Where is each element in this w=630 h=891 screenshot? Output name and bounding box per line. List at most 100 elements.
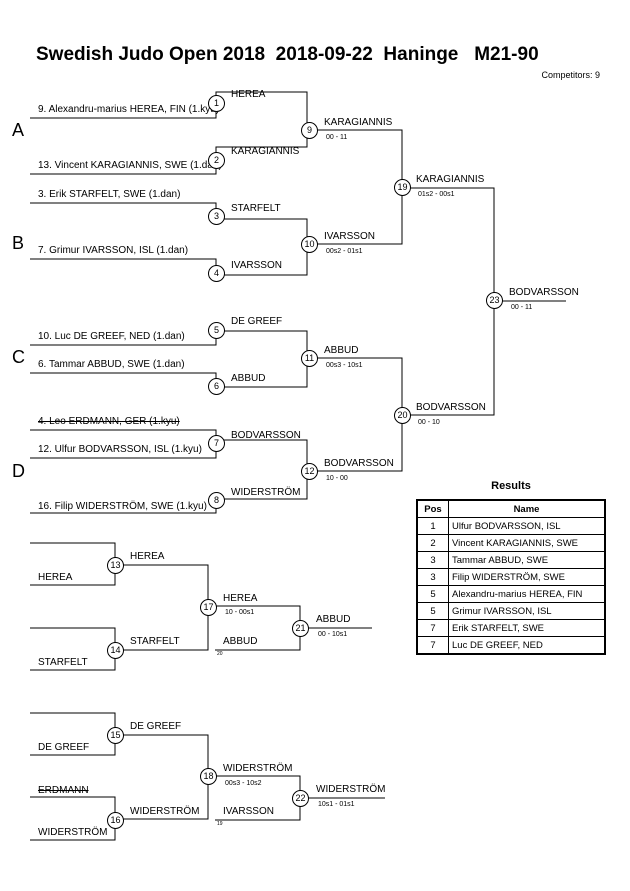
match-node: 14 — [107, 642, 124, 659]
results-header-row: Pos Name — [416, 499, 606, 518]
result-pos: 7 — [416, 619, 449, 637]
pool-b-label: B — [12, 233, 25, 253]
match-17-winner: HEREA — [223, 593, 258, 604]
match-11-winner: ABBUD — [324, 345, 359, 356]
match-14-winner: STARFELT — [130, 636, 180, 647]
match-node: 7 — [208, 435, 225, 452]
rep1-entry-1: HEREA — [38, 572, 73, 583]
result-pos: 2 — [416, 534, 449, 552]
rep2-entry-3: WIDERSTRÖM — [38, 827, 108, 838]
match-node: 18 — [200, 768, 217, 785]
result-name: Vincent KARAGIANNIS, SWE — [448, 534, 606, 552]
match-node: 19 — [394, 179, 411, 196]
entry-de-greef: 10. Luc DE GREEF, NED (1.dan) — [38, 331, 185, 342]
result-name: Filip WIDERSTRÖM, SWE — [448, 568, 606, 586]
results-header-name: Name — [448, 499, 606, 518]
result-pos: 3 — [416, 551, 449, 569]
match-node: 12 — [301, 463, 318, 480]
match-12-winner: BODVARSSON — [324, 458, 394, 469]
match-20-score: 00 - 10 — [418, 419, 440, 426]
match-1-winner: HEREA — [231, 89, 266, 100]
rep2-entry-4: IVARSSON — [223, 806, 274, 817]
match-node: 4 — [208, 265, 225, 282]
result-name: Ulfur BODVARSSON, ISL — [448, 517, 606, 535]
match-2-winner: KARAGIANNIS — [231, 146, 300, 157]
entry-widerstrom: 16. Filip WIDERSTRÖM, SWE (1.kyu) — [38, 501, 207, 512]
match-9-winner: KARAGIANNIS — [324, 117, 393, 128]
results-header-pos: Pos — [416, 499, 449, 518]
match-18-winner: WIDERSTRÖM — [223, 763, 293, 774]
match-20-winner: BODVARSSON — [416, 402, 486, 413]
match-22-score: 10s1 - 01s1 — [318, 801, 355, 808]
match-21-score: 00 - 10s1 — [318, 631, 348, 638]
competitors-count: Competitors: 9 — [541, 70, 600, 80]
match-12-score: 10 - 00 — [326, 475, 348, 482]
match-node: 1 — [208, 95, 225, 112]
pool-a-label: A — [12, 120, 25, 140]
entry-bodvarsson: 12. Ulfur BODVARSSON, ISL (1.kyu) — [38, 444, 202, 455]
match-node: 21 — [292, 620, 309, 637]
match-node: 2 — [208, 152, 225, 169]
match-17-score: 10 - 00s1 — [225, 609, 255, 616]
match-7-winner: BODVARSSON — [231, 430, 301, 441]
pool-d-label: D — [12, 461, 25, 481]
match-node: 5 — [208, 322, 225, 339]
match-node: 6 — [208, 378, 225, 395]
match-node: 8 — [208, 492, 225, 509]
result-pos: 1 — [416, 517, 449, 535]
match-8-winner: WIDERSTRÖM — [231, 487, 301, 498]
rep2-entry-4-from: 19 — [217, 821, 223, 827]
result-pos: 5 — [416, 585, 449, 603]
match-node: 20 — [394, 407, 411, 424]
match-23-winner: BODVARSSON — [509, 287, 579, 298]
result-name: Alexandru-marius HEREA, FIN — [448, 585, 606, 603]
entry-ivarsson: 7. Grimur IVARSSON, ISL (1.dan) — [38, 245, 189, 256]
match-node: 13 — [107, 557, 124, 574]
match-19-winner: KARAGIANNIS — [416, 174, 485, 185]
match-4-winner: IVARSSON — [231, 260, 282, 271]
match-9-score: 00 - 11 — [326, 134, 348, 141]
entry-starfelt: 3. Erik STARFELT, SWE (1.dan) — [38, 189, 181, 200]
match-node: 9 — [301, 122, 318, 139]
match-node: 11 — [301, 350, 318, 367]
rep1-entry-3: ABBUD — [223, 636, 258, 647]
rep2-entry-1: DE GREEF — [38, 742, 90, 753]
rep1-entry-3-from: 20 — [217, 651, 223, 657]
match-6-winner: ABBUD — [231, 373, 266, 384]
match-node: 23 — [486, 292, 503, 309]
match-node: 22 — [292, 790, 309, 807]
match-23-score: 00 - 11 — [511, 304, 533, 311]
result-name: Tammar ABBUD, SWE — [448, 551, 606, 569]
results-title: Results — [491, 480, 531, 492]
match-node: 17 — [200, 599, 217, 616]
entry-karagiannis: 13. Vincent KARAGIANNIS, SWE (1.dan) — [38, 160, 222, 171]
result-pos: 3 — [416, 568, 449, 586]
match-21-winner: ABBUD — [316, 614, 351, 625]
result-pos: 7 — [416, 636, 449, 655]
match-13-winner: HEREA — [130, 551, 165, 562]
match-node: 15 — [107, 727, 124, 744]
result-name: Erik STARFELT, SWE — [448, 619, 606, 637]
match-11-score: 00s3 - 10s1 — [326, 362, 363, 369]
result-pos: 5 — [416, 602, 449, 620]
match-node: 3 — [208, 208, 225, 225]
result-name: Grimur IVARSSON, ISL — [448, 602, 606, 620]
match-22-winner: WIDERSTRÖM — [316, 784, 386, 795]
match-10-winner: IVARSSON — [324, 231, 375, 242]
entry-erdmann: 4. Leo ERDMANN, GER (1.kyu) — [38, 416, 180, 427]
match-18-score: 00s3 - 10s2 — [225, 780, 262, 787]
page-title: Swedish Judo Open 2018 2018-09-22 Haning… — [36, 44, 539, 65]
match-3-winner: STARFELT — [231, 203, 281, 214]
match-10-score: 00s2 - 01s1 — [326, 248, 363, 255]
match-19-score: 01s2 - 00s1 — [418, 191, 455, 198]
pool-c-label: C — [12, 347, 25, 367]
